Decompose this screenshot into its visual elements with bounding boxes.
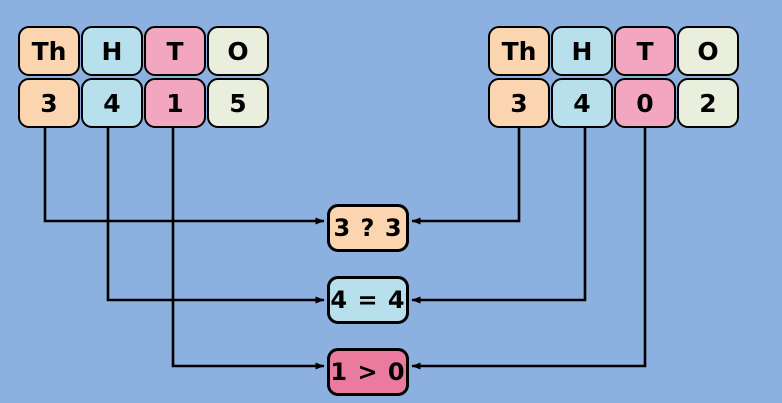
comparison-box-hundreds: 4 = 4	[327, 276, 409, 324]
left-header-ones: O	[207, 26, 269, 76]
right-digit-ones: 2	[677, 78, 739, 128]
left-header-tens: T	[144, 26, 206, 76]
left-header-thousands: Th	[18, 26, 80, 76]
left-header-hundreds: H	[81, 26, 143, 76]
right-digit-thousands: 3	[488, 78, 550, 128]
left-digit-tens: 1	[144, 78, 206, 128]
right-digit-hundreds: 4	[551, 78, 613, 128]
left-place-value-table: Th H T O 3 4 1 5	[18, 26, 269, 128]
left-digit-hundreds: 4	[81, 78, 143, 128]
comparison-box-thousands: 3 ? 3	[327, 204, 409, 252]
right-header-hundreds: H	[551, 26, 613, 76]
connector-right-thousands	[411, 128, 521, 225]
left-digit-thousands: 3	[18, 78, 80, 128]
right-header-tens: T	[614, 26, 676, 76]
connector-left-thousands	[43, 128, 325, 225]
connector-right-hundreds	[411, 128, 587, 304]
connector-left-tens	[171, 128, 325, 370]
right-digit-tens: 0	[614, 78, 676, 128]
connector-right-tens	[411, 128, 647, 370]
right-place-value-table: Th H T O 3 4 0 2	[488, 26, 739, 128]
right-header-thousands: Th	[488, 26, 550, 76]
connector-left-hundreds	[106, 128, 325, 304]
left-digit-ones: 5	[207, 78, 269, 128]
comparison-box-tens: 1 > 0	[327, 348, 409, 396]
right-header-ones: O	[677, 26, 739, 76]
